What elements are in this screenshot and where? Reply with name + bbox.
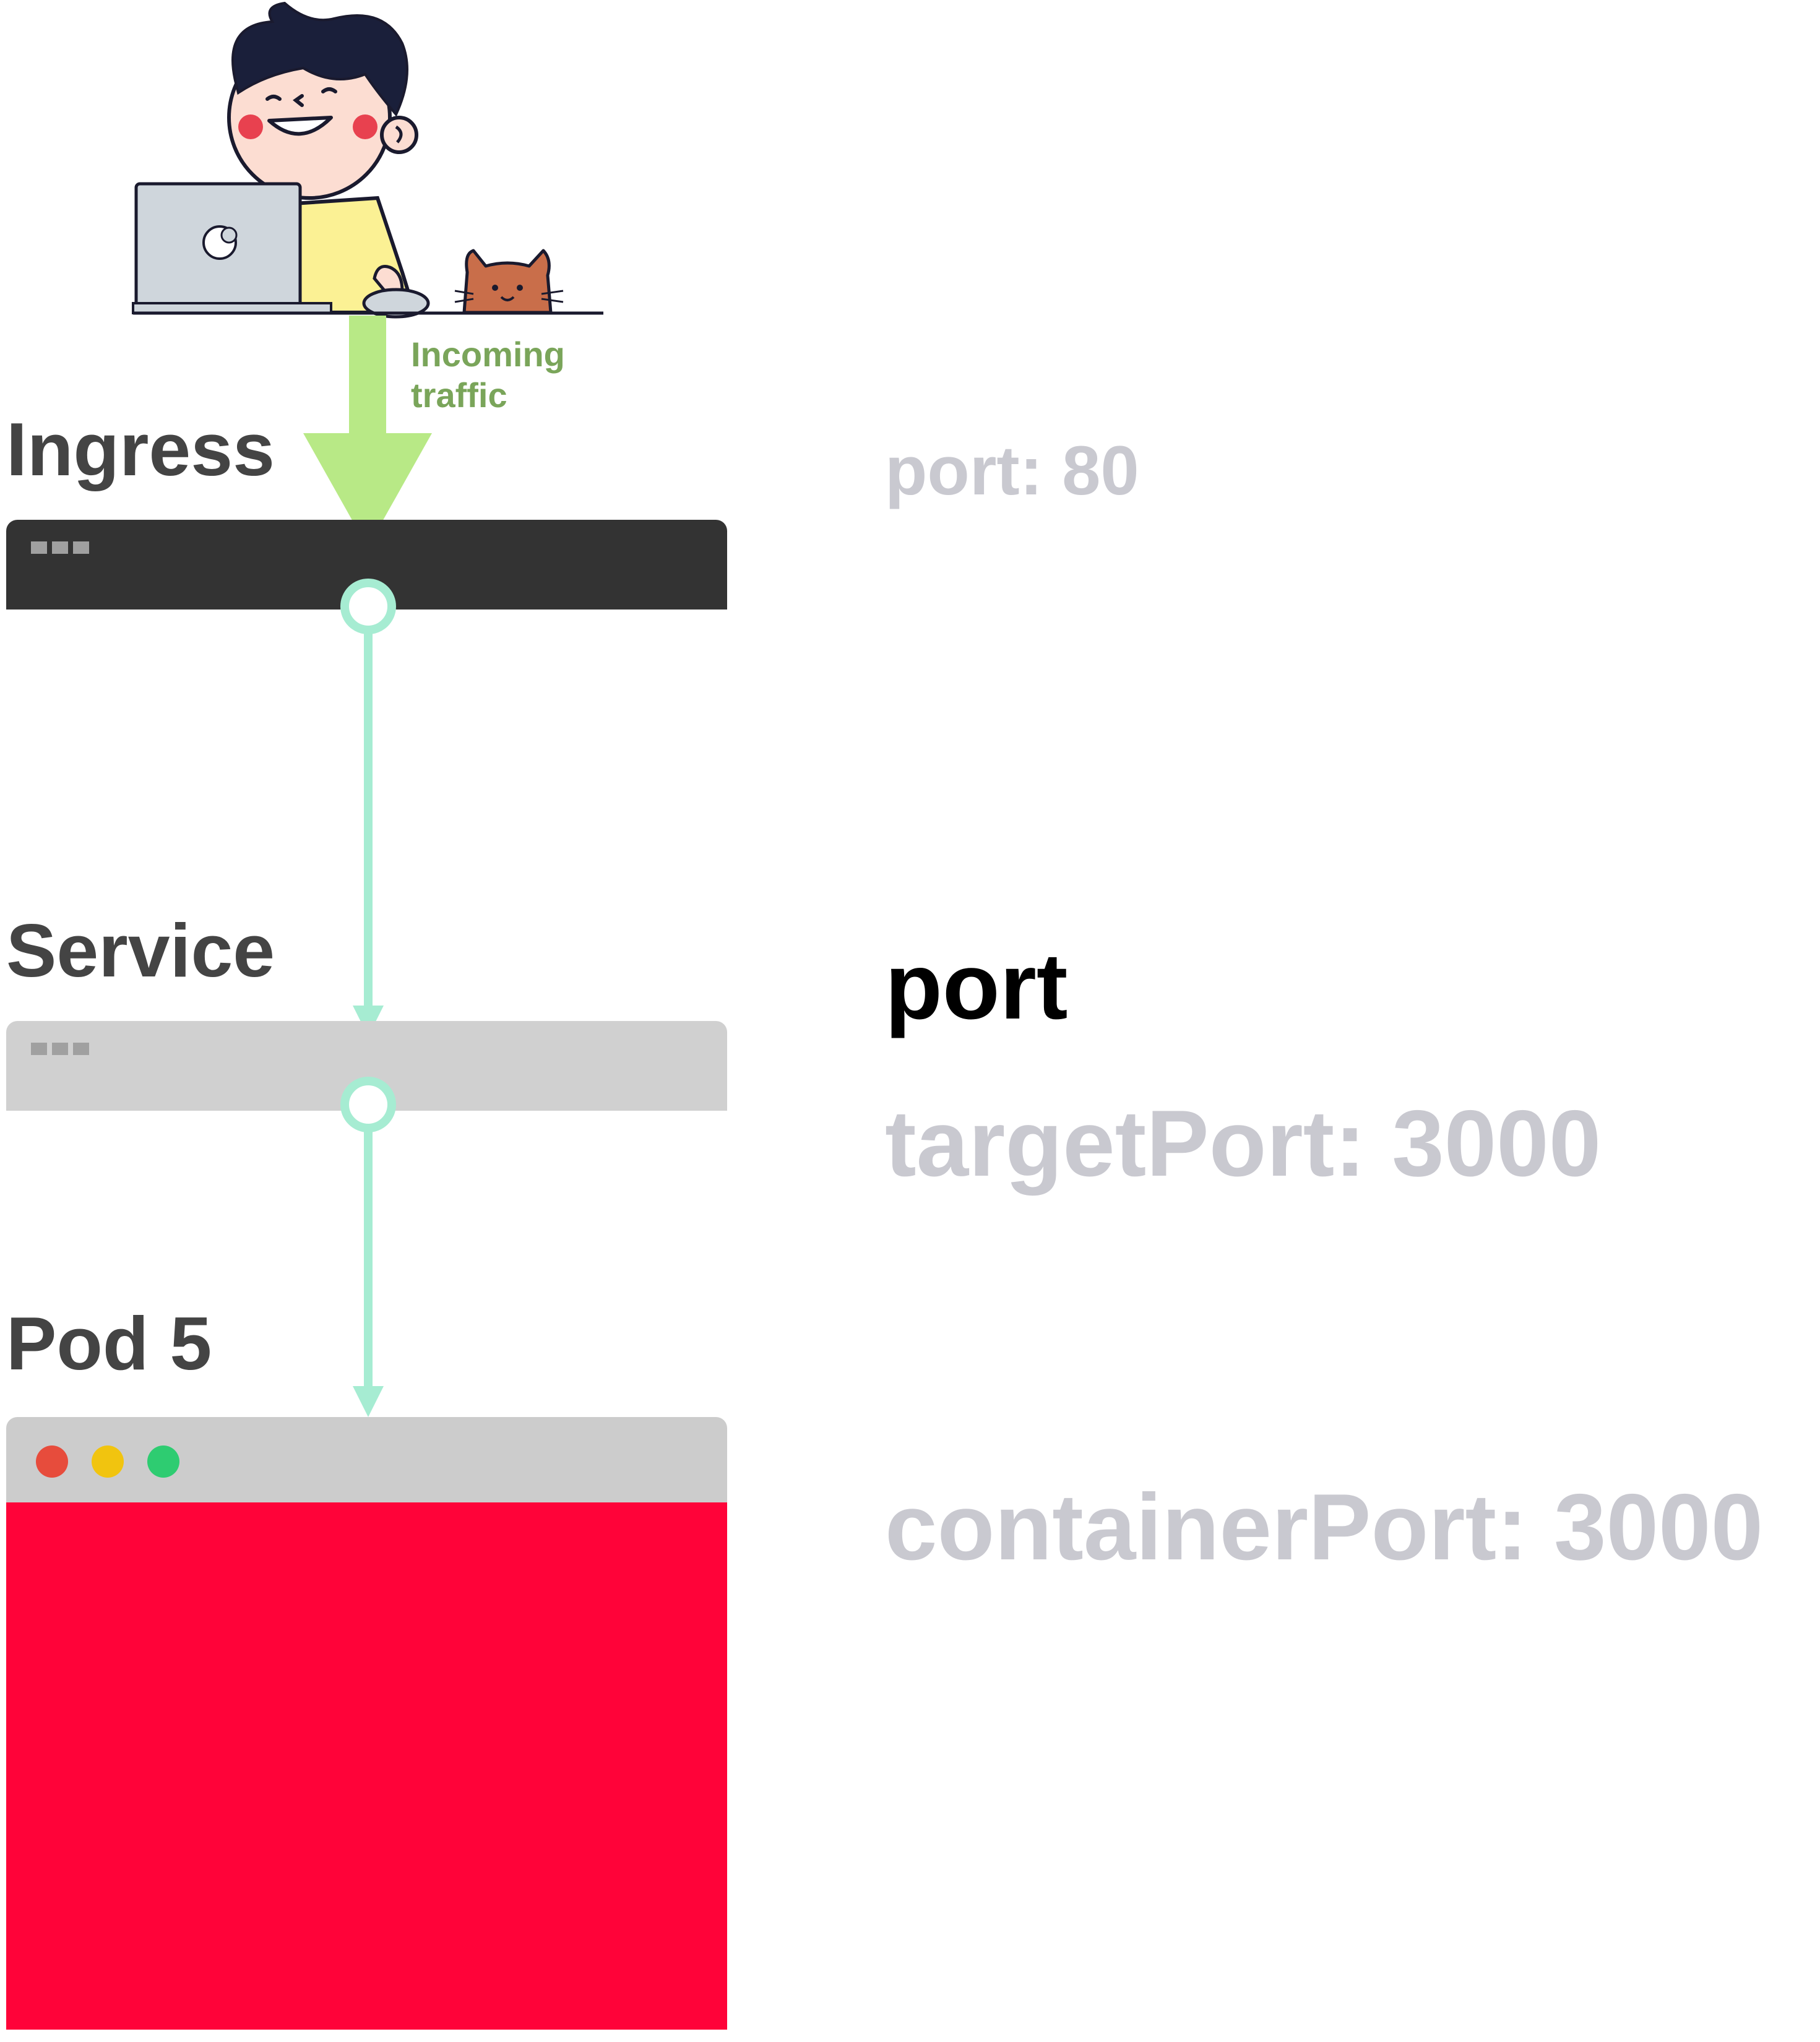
window-maximize-dot [147,1445,179,1478]
ingress-to-service-connector [340,579,396,1036]
incoming-traffic-arrow [303,316,432,548]
window-dots-icon [36,1445,179,1478]
ingress-label: Ingress [6,407,275,491]
cat-icon [454,249,564,314]
ingress-port-label: port: 80 [885,432,1139,509]
pod-window-body [6,1502,727,2030]
pod-window-header [6,1417,727,1502]
pod-container-port-label: containerPort: 3000 [885,1475,1764,1580]
pod-label: Pod 5 [6,1301,212,1385]
incoming-traffic-label: Incoming traffic [411,334,565,416]
window-minimize-dot [92,1445,124,1478]
service-bar-dots-icon [31,1043,89,1055]
pod-window [6,1417,727,2030]
user-illustration [132,1,603,319]
service-label: Service [6,908,275,993]
incoming-traffic-line1: Incoming [411,335,565,374]
ingress-bar-dots-icon [31,541,89,554]
window-close-dot [36,1445,68,1478]
service-target-port-label: targetPort: 3000 [885,1091,1602,1196]
incoming-traffic-line2: traffic [411,376,507,415]
service-port-label: port [885,934,1068,1039]
service-to-pod-connector [340,1077,396,1417]
